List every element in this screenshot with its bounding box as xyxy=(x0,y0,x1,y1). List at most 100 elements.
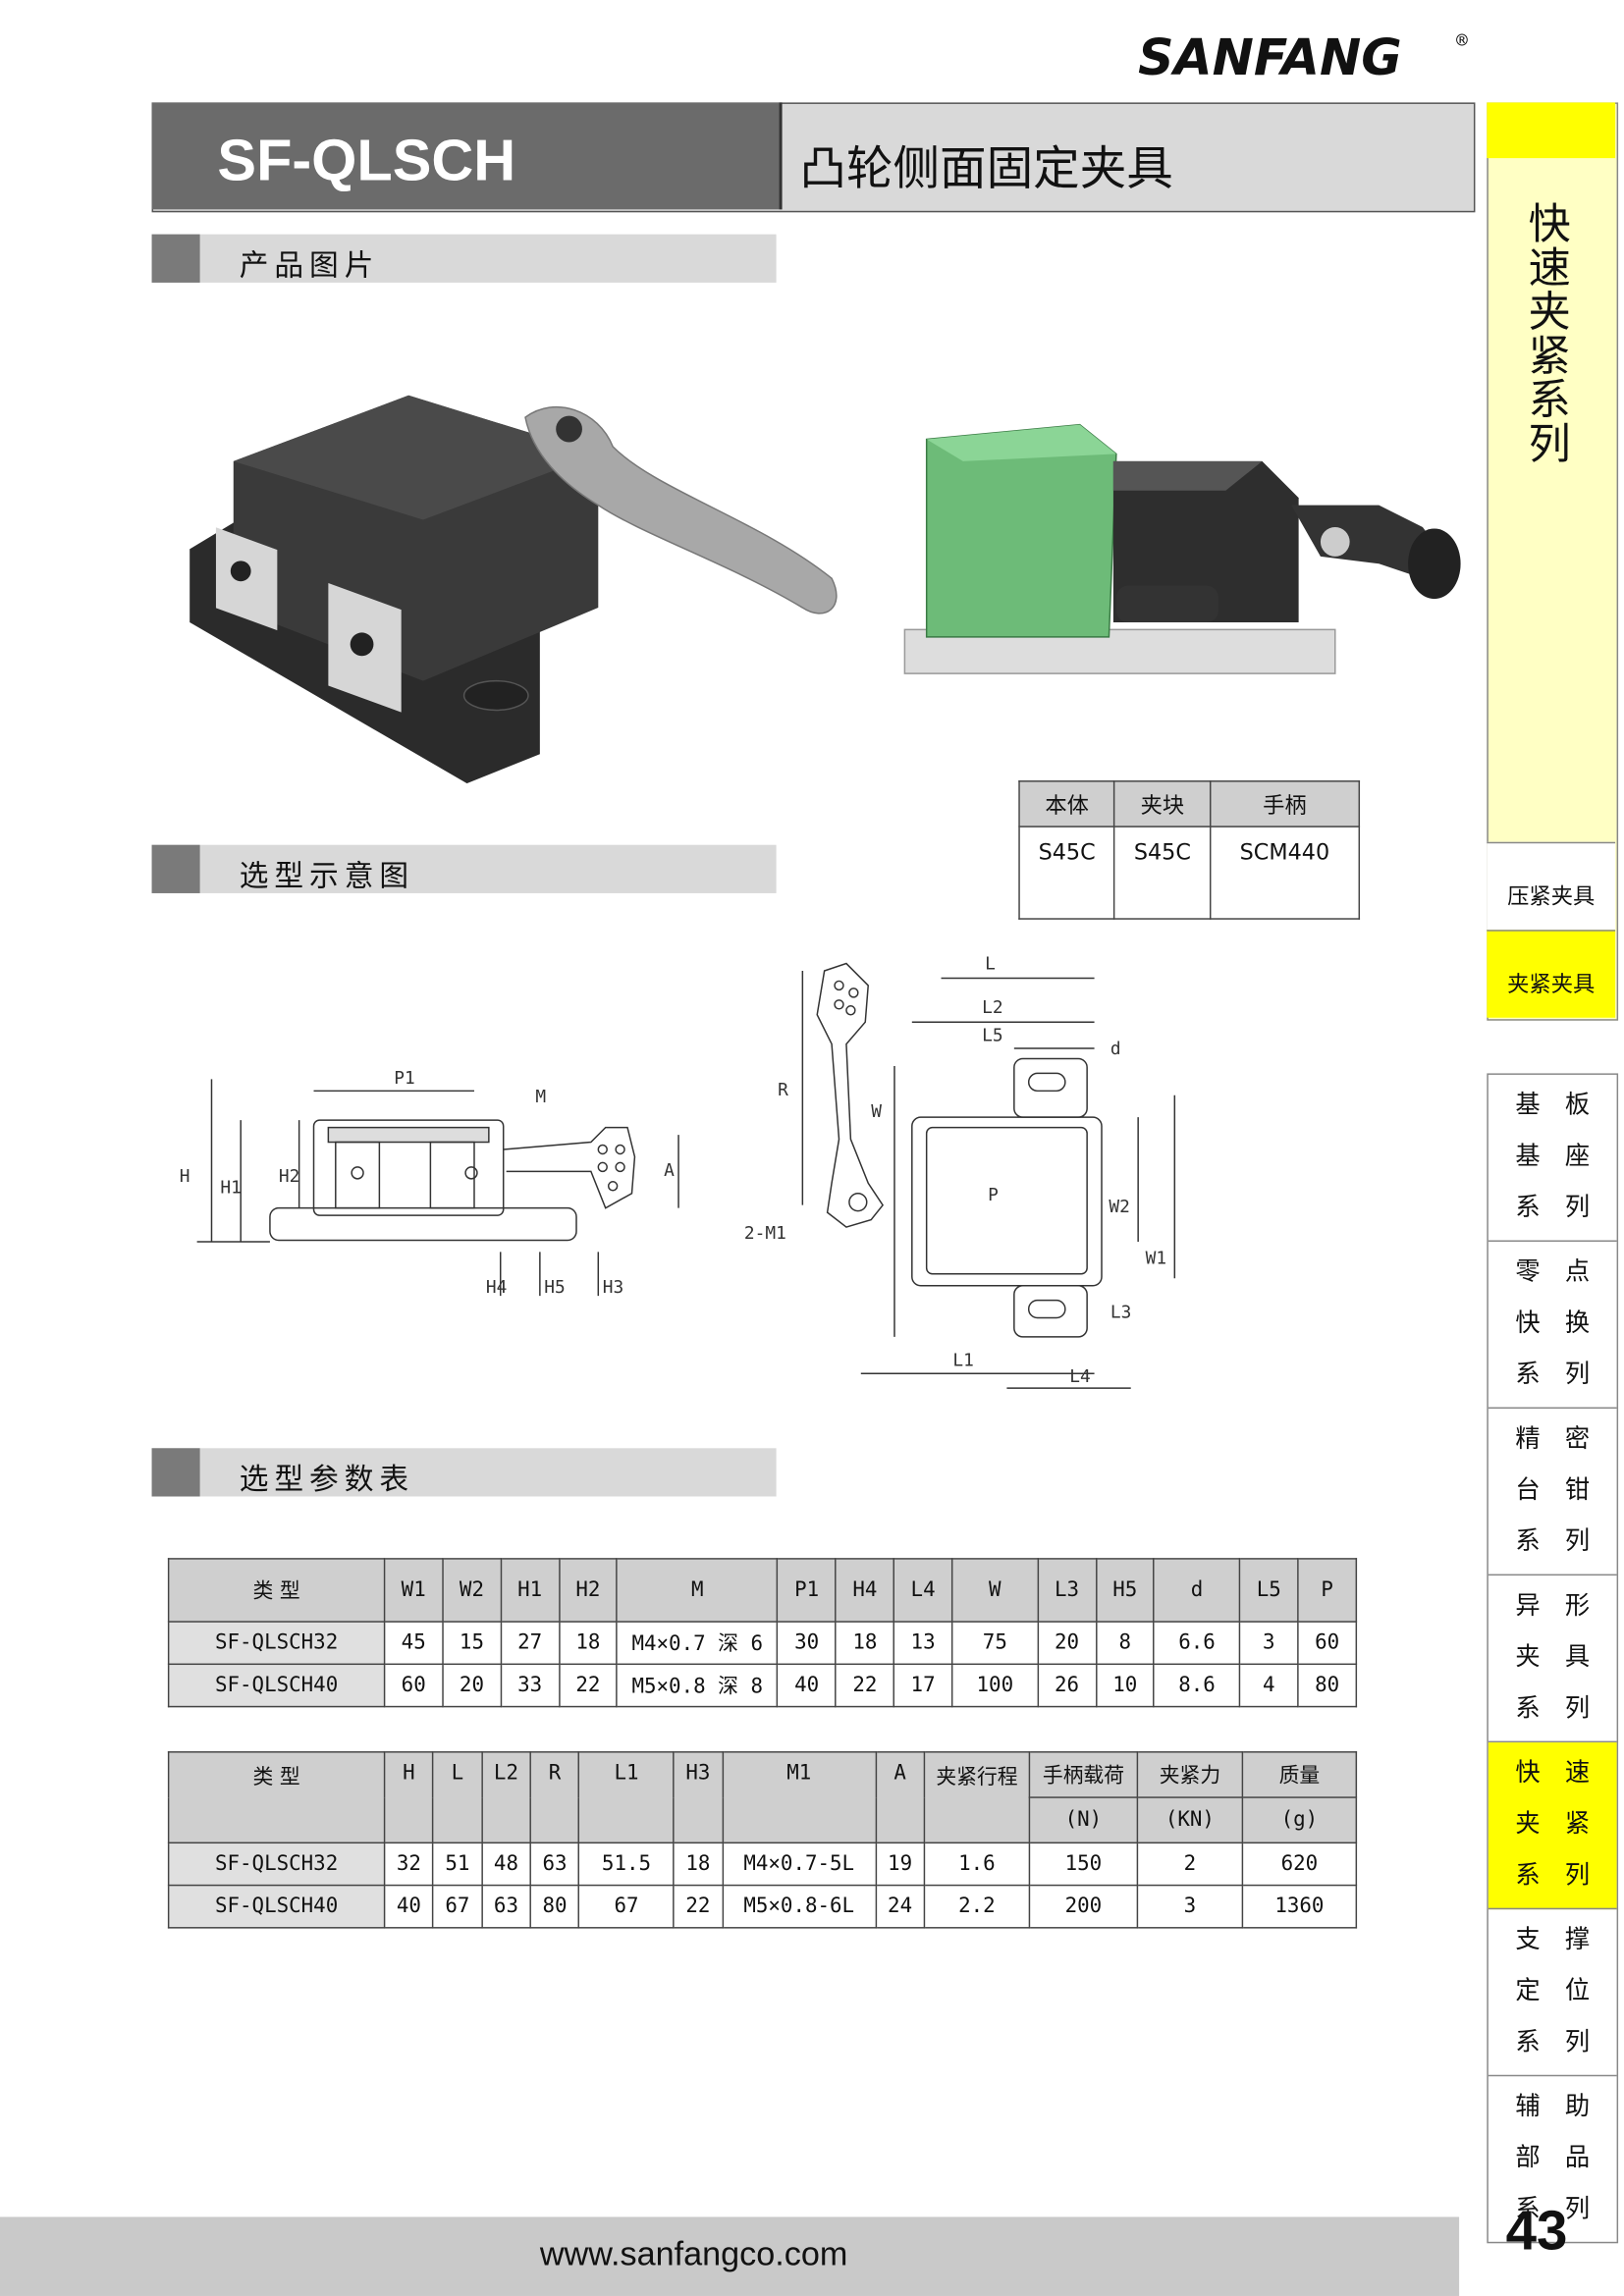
table-header-cell: 手柄 xyxy=(1209,780,1361,828)
diagram-label: H1 xyxy=(220,1178,241,1199)
nav-item-accessory-series[interactable]: 辅助 部品 系列 xyxy=(1489,2076,1617,2242)
nav-char: 列 xyxy=(1564,1526,1591,1557)
product-name: 凸轮侧面固定夹具 xyxy=(799,140,1173,196)
nav-char: 位 xyxy=(1564,1976,1591,2006)
nav-char: 支 xyxy=(1515,1925,1541,1955)
diagram-label: L xyxy=(985,953,996,974)
table-cell: 27 xyxy=(500,1621,561,1666)
nav-char: 形 xyxy=(1564,1591,1591,1622)
nav-char: 列 xyxy=(1564,1860,1591,1891)
table-cell: 17 xyxy=(893,1663,953,1708)
diagram-label: H xyxy=(180,1166,190,1187)
nav-char: 基 xyxy=(1515,1091,1541,1121)
nav-char: 基 xyxy=(1515,1142,1541,1172)
table-cell: 80 xyxy=(529,1884,580,1929)
diagram-label: d xyxy=(1110,1039,1121,1059)
table-header-cell: d xyxy=(1153,1558,1241,1623)
diagram-label: P1 xyxy=(394,1068,414,1089)
table-header-cell: H5 xyxy=(1095,1558,1156,1623)
section-header-params: 选型参数表 xyxy=(151,1448,777,1497)
nav-item-quick-clamp-series[interactable]: 快速 夹紧 系列 xyxy=(1488,1742,1617,1910)
table-cell: 51.5 xyxy=(578,1842,675,1887)
table-header-cell: W2 xyxy=(442,1558,502,1623)
table-cell: SF-QLSCH40 xyxy=(167,1884,386,1929)
nav-char: 点 xyxy=(1564,1257,1591,1288)
table-cell: 15 xyxy=(442,1621,502,1666)
sidebar-category-grip-clamps[interactable]: 夹紧夹具 xyxy=(1487,930,1616,1018)
table-cell: 33 xyxy=(500,1663,561,1708)
table-cell: 3 xyxy=(1238,1621,1299,1666)
table-cell: 1.6 xyxy=(923,1842,1031,1887)
diagram-label: L2 xyxy=(982,997,1002,1018)
nav-item-special-fixture-series[interactable]: 异形 夹具 系列 xyxy=(1488,1575,1617,1743)
nav-item-baseplate-series[interactable]: 基板 基座 系列 xyxy=(1488,1075,1617,1242)
sidebar-category-press-clamps[interactable]: 压紧夹具 xyxy=(1487,841,1616,931)
table-header-unit: (N) xyxy=(1028,1796,1139,1844)
sidebar-nav: 基板 基座 系列 零点 快换 系列 精密 台钳 系列 异形 夹具 系列 快速 夹… xyxy=(1487,1073,1619,2244)
table-cell: M4×0.7-5L xyxy=(721,1842,877,1887)
diagram-label: W1 xyxy=(1146,1248,1166,1268)
table-cell: 67 xyxy=(432,1884,483,1929)
page-number: 43 xyxy=(1505,2201,1568,2263)
diagram-label: L5 xyxy=(982,1026,1002,1046)
table-cell: SF-QLSCH32 xyxy=(167,1621,386,1666)
footer-url[interactable]: www.sanfangco.com xyxy=(539,2234,848,2273)
table-cell: 45 xyxy=(383,1621,444,1666)
table-cell: 30 xyxy=(777,1621,837,1666)
table-header-cell: H2 xyxy=(558,1558,619,1623)
nav-item-precision-vise-series[interactable]: 精密 台钳 系列 xyxy=(1488,1409,1617,1576)
table-cell: 80 xyxy=(1297,1663,1358,1708)
nav-item-zero-point-series[interactable]: 零点 快换 系列 xyxy=(1488,1242,1617,1410)
table-cell: 100 xyxy=(950,1663,1039,1708)
table-cell: 40 xyxy=(777,1663,837,1708)
nav-item-support-positioning-series[interactable]: 支撑 定位 系列 xyxy=(1488,1909,1617,2077)
section-marker xyxy=(151,234,200,283)
nav-char: 速 xyxy=(1564,1758,1591,1789)
nav-char: 快 xyxy=(1515,1758,1541,1789)
table-row: SF-QLSCH40 40 67 63 80 67 22 M5×0.8-6L 2… xyxy=(167,1884,1358,1929)
section-title: 选型参数表 xyxy=(239,1461,415,1497)
table-header-cell: P1 xyxy=(777,1558,837,1623)
product-photo-clamp xyxy=(189,395,838,784)
material-table: 本体 夹块 手柄 S45C S45C SCM440 xyxy=(1018,780,1361,920)
nav-char: 异 xyxy=(1515,1591,1541,1622)
table-cell: 51 xyxy=(432,1842,483,1887)
table-cell: 4 xyxy=(1238,1663,1299,1708)
table-cell: 3 xyxy=(1136,1884,1244,1929)
nav-char: 辅 xyxy=(1515,2092,1541,2122)
table-header-cell: H4 xyxy=(835,1558,895,1623)
sidebar-series-title: 快速夹紧系列 xyxy=(1528,198,1571,469)
diagram-label: H4 xyxy=(486,1277,507,1298)
table-cell: 18 xyxy=(558,1621,619,1666)
table-cell: 8.6 xyxy=(1153,1663,1241,1708)
nav-char: 密 xyxy=(1564,1424,1591,1455)
nav-char: 换 xyxy=(1564,1308,1591,1339)
table-cell: S45C xyxy=(1018,826,1116,920)
nav-char: 紧 xyxy=(1564,1809,1591,1840)
parameter-table-1: 类 型 W1 W2 H1 H2 M P1 H4 L4 W L3 H5 d L5 … xyxy=(167,1558,1358,1708)
nav-char: 系 xyxy=(1515,2028,1541,2057)
diagram-label: L1 xyxy=(952,1351,973,1371)
parameter-table-2: 类 型 H L L2 R L1 H3 M1 A 夹紧行程 手柄载荷 夹紧力 质量… xyxy=(167,1751,1358,1929)
nav-char: 板 xyxy=(1564,1091,1591,1121)
table-cell: 22 xyxy=(835,1663,895,1708)
nav-char: 品 xyxy=(1564,2143,1591,2173)
nav-char: 部 xyxy=(1515,2143,1541,2173)
nav-char: 具 xyxy=(1564,1642,1591,1673)
table-header-cell: L1 xyxy=(578,1751,675,1844)
nav-char: 零 xyxy=(1515,1257,1541,1288)
nav-char: 快 xyxy=(1515,1308,1541,1339)
table-row: SF-QLSCH32 32 51 48 63 51.5 18 M4×0.7-5L… xyxy=(167,1842,1358,1887)
registered-mark: ® xyxy=(1456,29,1468,52)
nav-char: 座 xyxy=(1564,1142,1591,1172)
table-cell: 22 xyxy=(558,1663,619,1708)
table-header-cell: L xyxy=(432,1751,483,1844)
table-cell: 63 xyxy=(529,1842,580,1887)
table-header-cell: M1 xyxy=(721,1751,877,1844)
table-cell: 22 xyxy=(673,1884,724,1929)
table-cell: 150 xyxy=(1028,1842,1139,1887)
diagram-label: A xyxy=(664,1160,675,1181)
nav-char: 精 xyxy=(1515,1424,1541,1455)
front-view-drawing: P1 M H H1 H2 A H4 H5 H3 xyxy=(180,1068,679,1298)
table-header-row: 本体 夹块 手柄 xyxy=(1018,780,1361,828)
